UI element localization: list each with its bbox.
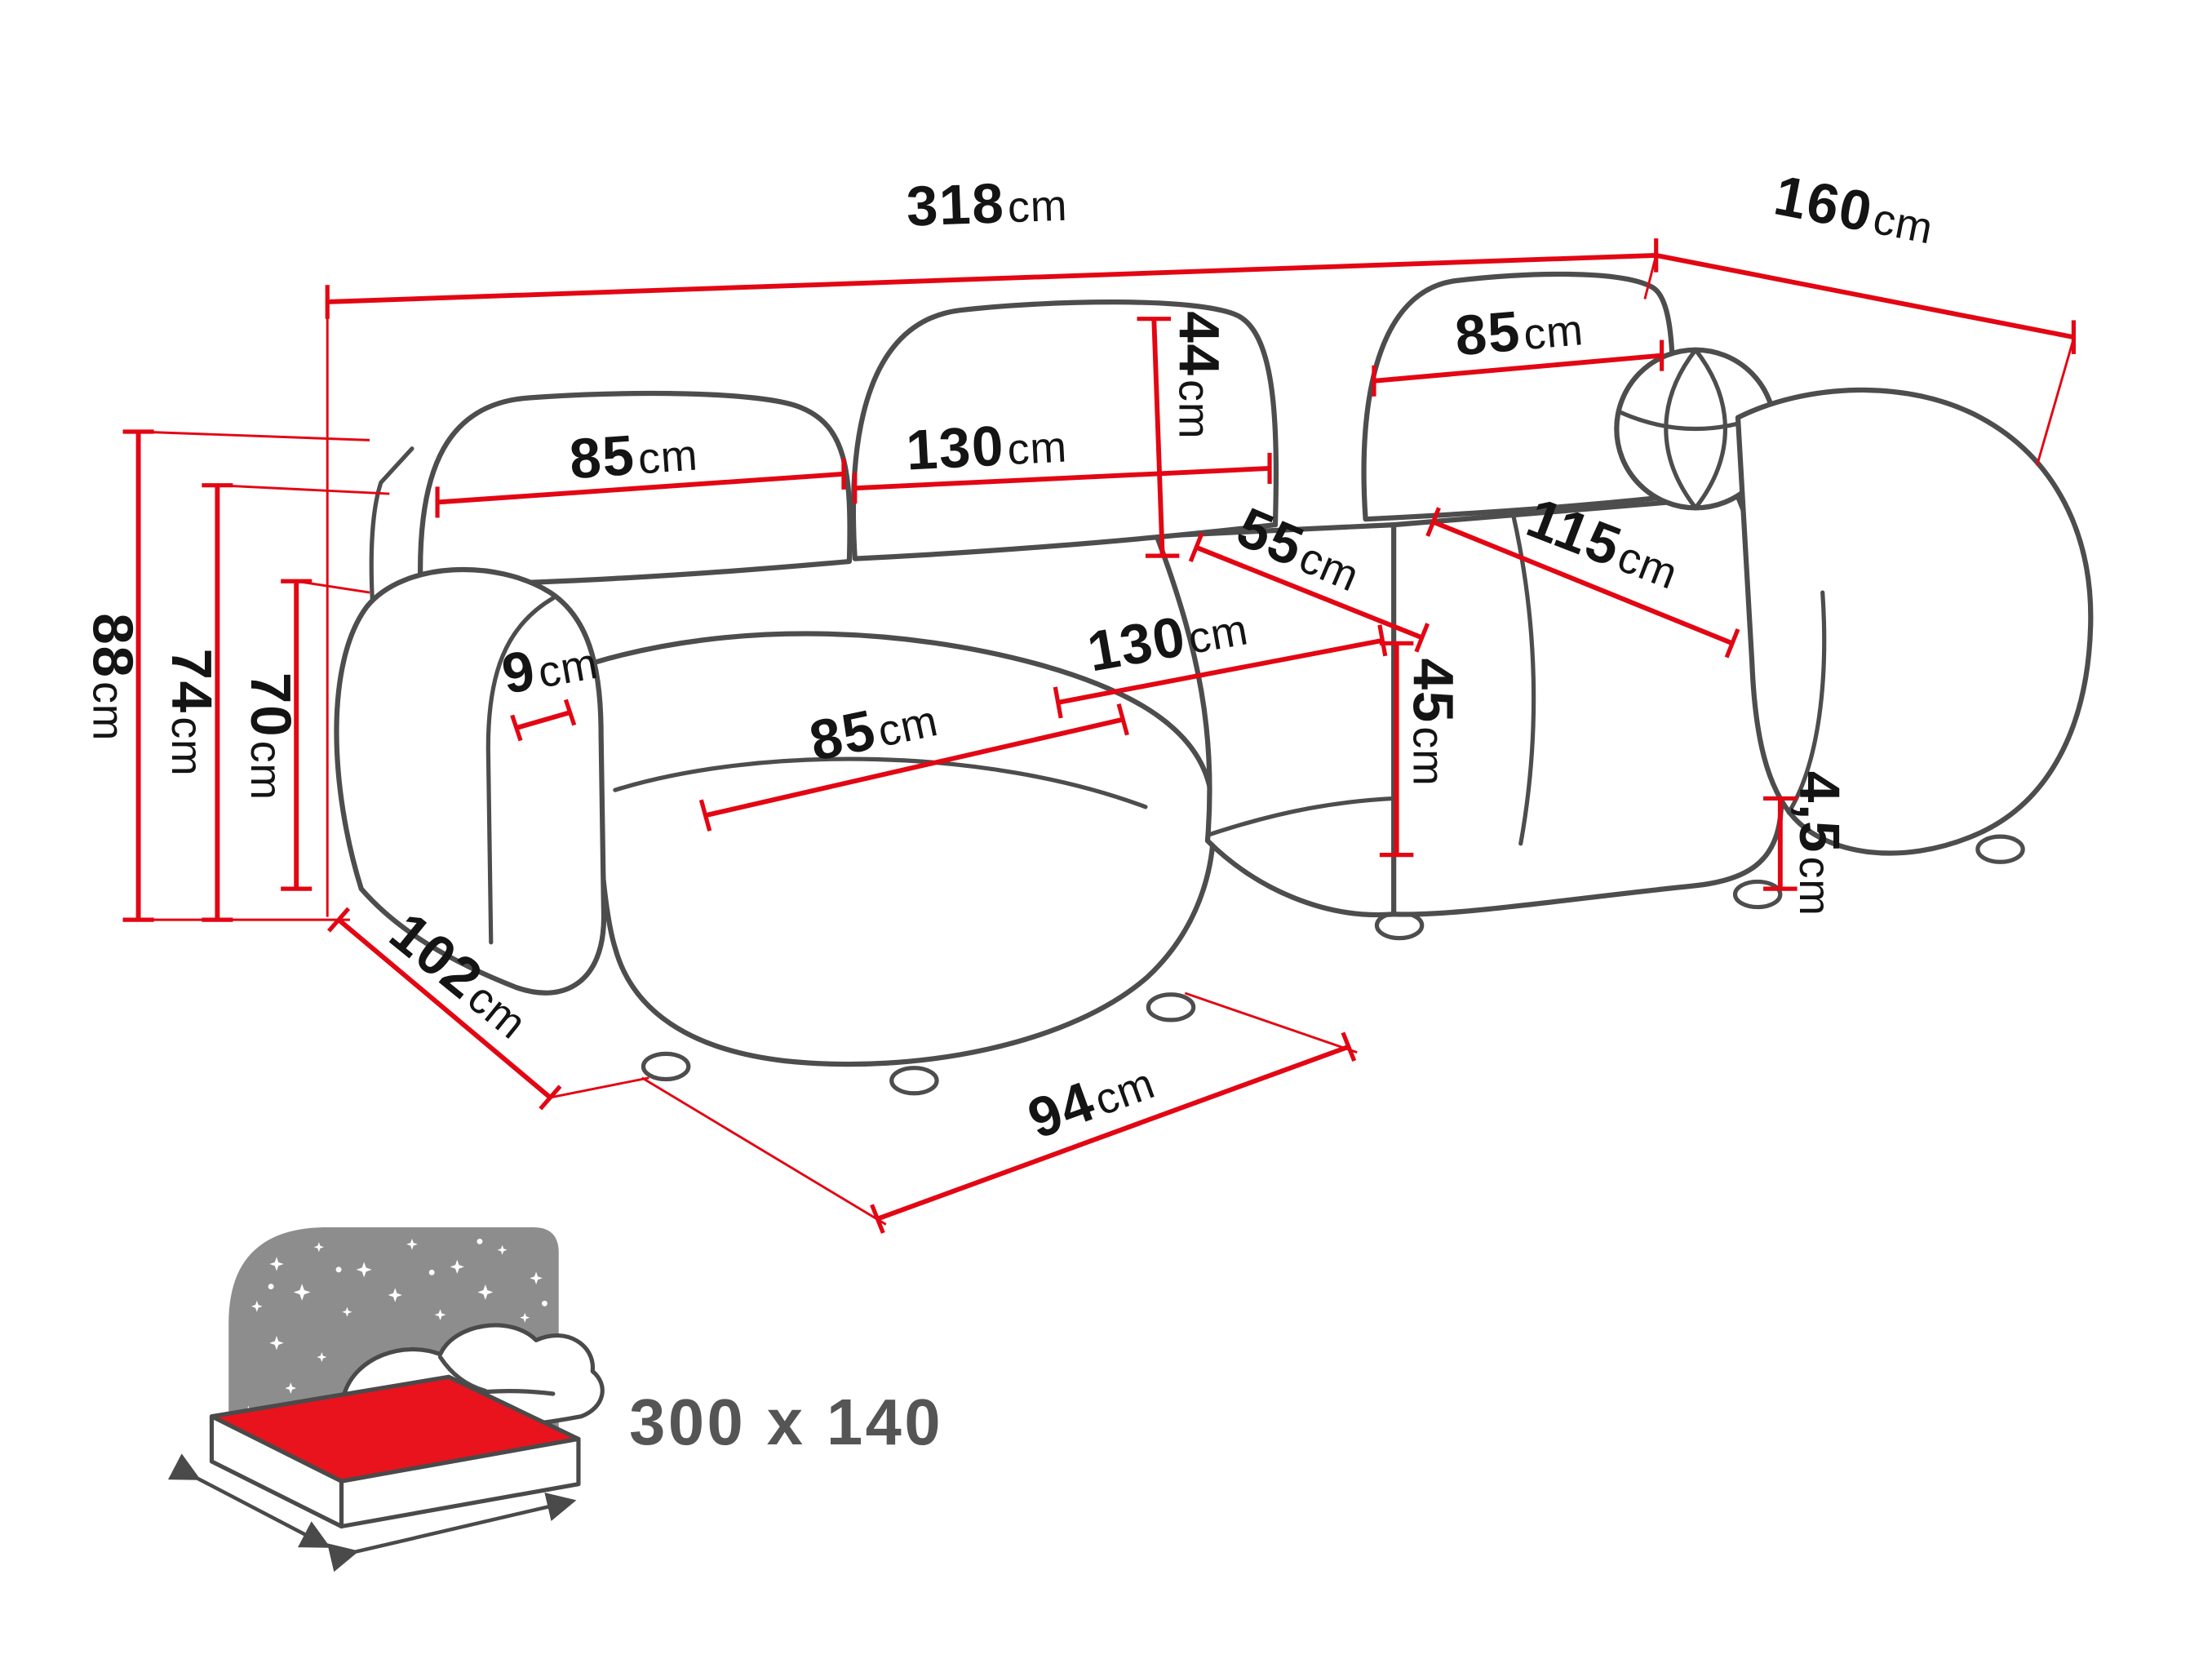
- label-leg-height: 4,5cm: [1788, 771, 1851, 916]
- label-back-cushion-mid: 130cm: [905, 410, 1069, 481]
- label-total-width: 318cm: [906, 169, 1069, 238]
- left-chaise-seat-edge: [613, 756, 1148, 810]
- right-armrest-inner-edge: [1786, 590, 1827, 815]
- label-chaise-depth: 94cm: [1020, 1047, 1162, 1151]
- dim-seat-height: [1379, 641, 1414, 858]
- label-seat-height: 45cm: [1401, 659, 1465, 787]
- dim-side-depth: [327, 907, 649, 1111]
- sofa-leg: [889, 1066, 939, 1096]
- dimension-labels: 318cm 160cm 88cm 74cm 70cm 102cm 94cm 85…: [81, 162, 1939, 1151]
- dimension-annotations: [122, 238, 2077, 1234]
- label-back-cushion-height: 44cm: [1167, 311, 1230, 439]
- dim-backrest-height: [202, 483, 390, 922]
- unfold-arrow-left: [167, 1453, 331, 1548]
- label-seat-left-width: 85cm: [805, 684, 943, 773]
- sofa-bed-icon: [167, 1227, 605, 1573]
- sleeping-area-label: 300 x 140: [629, 1386, 943, 1458]
- back-cushion-right: [1361, 271, 1676, 522]
- label-armrest-width: 9cm: [497, 627, 602, 706]
- sofa-leg: [641, 1051, 691, 1082]
- dim-overall-height: [122, 429, 370, 922]
- dim-chaise-depth: [641, 991, 1358, 1234]
- sofa-leg: [1146, 992, 1196, 1022]
- label-back-cushion-right: 85cm: [1452, 293, 1585, 367]
- dim-back-cushion-mid: [853, 452, 1272, 504]
- label-back-cushion-left: 85cm: [567, 419, 699, 491]
- sofa-leg: [1732, 879, 1783, 910]
- dim-back-cushion-height: [1137, 317, 1180, 558]
- unfold-arrow-right: [327, 1493, 577, 1573]
- dim-armrest-height: [281, 579, 370, 891]
- left-armrest-inner-edge: [485, 596, 556, 945]
- label-total-depth: 160cm: [1770, 162, 1939, 255]
- label-backrest-height: 74cm: [160, 649, 224, 777]
- label-armrest-height: 70cm: [239, 672, 303, 801]
- sofa-leg: [1975, 834, 2025, 864]
- duvet-crease: [437, 1355, 488, 1394]
- dim-seat-mid-depth: [1188, 532, 1430, 653]
- dim-back-cushion-right: [1372, 339, 1665, 397]
- stars: [243, 1238, 547, 1416]
- dim-back-cushion-left: [435, 458, 846, 518]
- left-chaise-module: [590, 631, 1217, 1067]
- back-frame-edge: [369, 446, 414, 606]
- dim-armrest-width: [510, 699, 577, 742]
- dim-total-depth: [1656, 253, 2077, 466]
- dim-seat-left-width: [698, 703, 1129, 832]
- dim-right-chaise-length: [1425, 507, 1740, 659]
- label-overall-height: 88cm: [81, 613, 144, 741]
- dim-leg-height: [1763, 796, 1798, 891]
- middle-seat-front-edge: [1205, 796, 1396, 838]
- dim-seat-mid-width: [1053, 624, 1388, 719]
- back-cushion-middle: [850, 299, 1279, 561]
- left-armrest: [334, 566, 607, 996]
